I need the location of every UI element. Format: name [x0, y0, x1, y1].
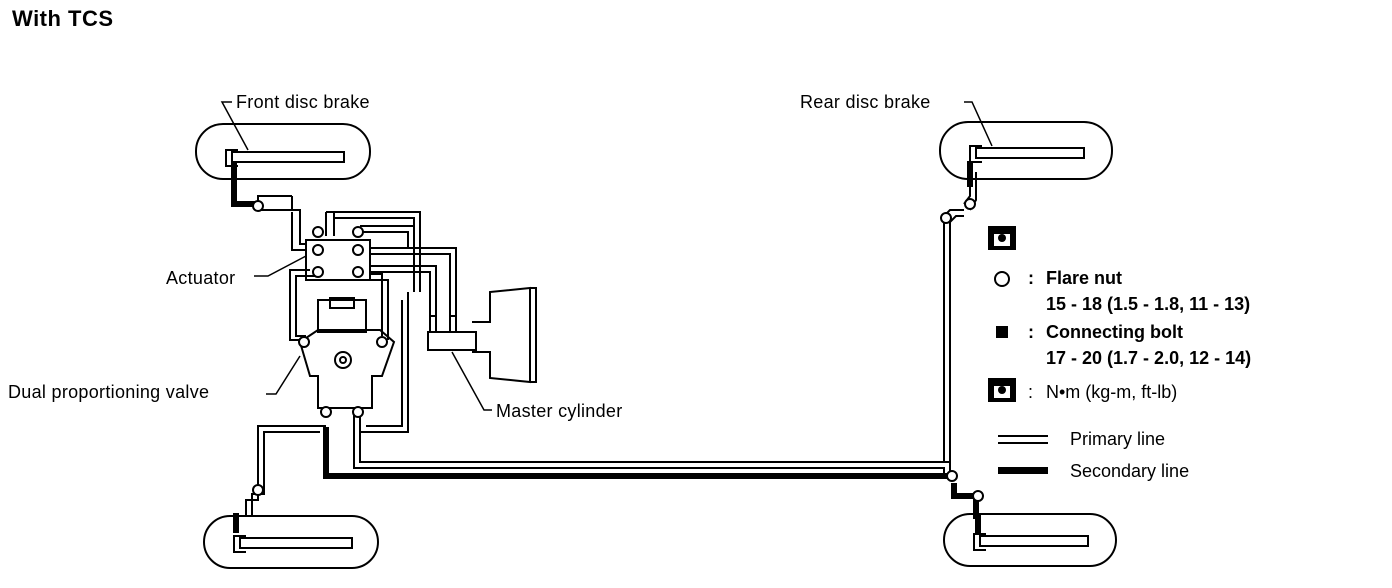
front-disc-brake-label: Front disc brake — [236, 92, 370, 112]
legend-separator: : — [1028, 268, 1034, 288]
connecting-bolt-icon — [996, 326, 1008, 338]
connecting-bolt-torque: 17 - 20 (1.7 - 2.0, 12 - 14) — [1046, 348, 1252, 368]
primary-line-label: Primary line — [1070, 429, 1166, 449]
primary-line-icon — [998, 435, 1048, 444]
proportioning-valve-body — [298, 329, 396, 409]
front-left-wheel — [195, 123, 371, 180]
valve-leader — [266, 355, 301, 395]
units-label: N•m (kg-m, ft-lb) — [1046, 382, 1178, 402]
front-disc-brake-leader — [220, 101, 249, 151]
master-cylinder-body — [427, 331, 477, 351]
rear-disc-brake-leader — [964, 101, 993, 147]
legend-separator: : — [1028, 382, 1034, 402]
torque-wrench-icon — [988, 378, 1016, 402]
flare-nut-torque: 15 - 18 (1.5 - 1.8, 11 - 13) — [1046, 294, 1251, 314]
front-right-wheel — [939, 121, 1113, 180]
actuator-block — [305, 239, 371, 281]
dual-proportioning-valve-label: Dual proportioning valve — [8, 382, 210, 402]
page-title: With TCS — [12, 6, 114, 31]
legend-symbols — [988, 226, 1048, 474]
rear-left-wheel — [203, 515, 379, 569]
secondary-line-label: Secondary line — [1070, 461, 1190, 481]
master-cylinder-leader — [451, 351, 492, 411]
rear-disc-brake-label: Rear disc brake — [800, 92, 931, 112]
connecting-bolt-label: Connecting bolt — [1046, 322, 1183, 342]
flare-nut-label: Flare nut — [1046, 268, 1123, 288]
secondary-line-icon — [998, 467, 1048, 474]
rear-right-wheel — [943, 513, 1117, 567]
flare-nut-icons — [252, 198, 984, 502]
flare-nut-icon — [994, 271, 1010, 287]
actuator-label: Actuator — [166, 268, 236, 288]
actuator-leader — [254, 255, 307, 277]
legend-separator: : — [1028, 322, 1034, 342]
master-cylinder-label: Master cylinder — [496, 401, 623, 421]
torque-wrench-icon — [988, 226, 1016, 250]
